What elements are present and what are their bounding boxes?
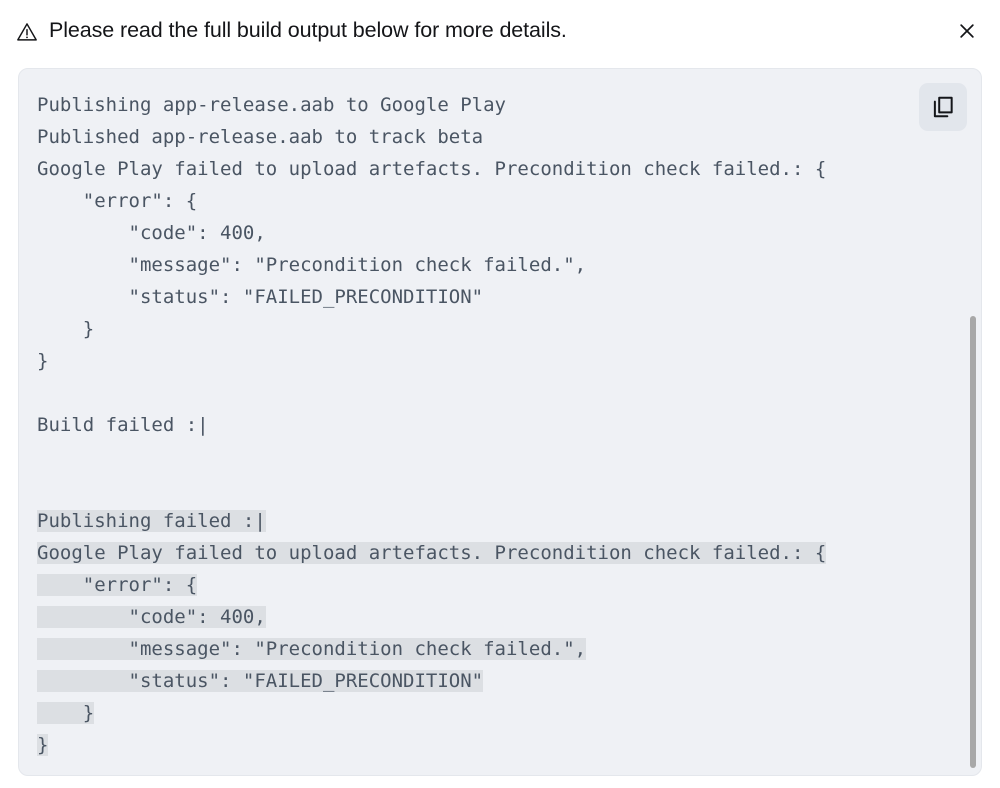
- log-line-text: Google Play failed to upload artefacts. …: [37, 158, 827, 180]
- log-line: }: [37, 729, 951, 761]
- log-line: "error": {: [37, 185, 951, 217]
- build-output-scroll-area[interactable]: Publishing app-release.aab to Google Pla…: [19, 69, 981, 775]
- log-line: [37, 377, 951, 409]
- log-line-text: }: [37, 318, 95, 340]
- log-line-text: Build failed :|: [37, 414, 209, 436]
- log-line: [37, 441, 951, 473]
- copy-output-button[interactable]: [919, 83, 967, 131]
- build-output-panel: Publishing app-release.aab to Google Pla…: [18, 68, 982, 776]
- log-line: Google Play failed to upload artefacts. …: [37, 153, 951, 185]
- copy-icon: [930, 94, 956, 120]
- alert-header: Please read the full build output below …: [0, 0, 1000, 62]
- log-line: Publishing app-release.aab to Google Pla…: [37, 89, 951, 121]
- log-line-text: }: [37, 350, 49, 372]
- log-line-text: "message": "Precondition check failed.",: [37, 254, 587, 276]
- log-line: "code": 400,: [37, 217, 951, 249]
- warning-triangle-icon: [16, 20, 38, 43]
- log-line: [37, 473, 951, 505]
- log-line: Published app-release.aab to track beta: [37, 121, 951, 153]
- vertical-scrollbar[interactable]: [968, 73, 978, 771]
- log-line-text: Publishing app-release.aab to Google Pla…: [37, 94, 506, 116]
- close-button[interactable]: [952, 16, 982, 46]
- log-line: "status": "FAILED_PRECONDITION": [37, 281, 951, 313]
- log-line: "status": "FAILED_PRECONDITION": [37, 665, 951, 697]
- log-line: "code": 400,: [37, 601, 951, 633]
- log-line-text: "message": "Precondition check failed.",: [37, 638, 587, 660]
- log-line: }: [37, 313, 951, 345]
- log-line-text: "error": {: [37, 190, 198, 212]
- page-title: Please read the full build output below …: [49, 18, 567, 43]
- log-line-text: "status": "FAILED_PRECONDITION": [37, 286, 484, 308]
- close-icon: [958, 22, 976, 40]
- log-line-text: "error": {: [37, 574, 198, 596]
- alert-message: Please read the full build output below …: [16, 20, 952, 43]
- scrollbar-thumb[interactable]: [970, 316, 976, 768]
- log-line-text: Publishing failed :|: [37, 510, 266, 532]
- log-line-text: "status": "FAILED_PRECONDITION": [37, 670, 484, 692]
- log-line: Google Play failed to upload artefacts. …: [37, 537, 951, 569]
- log-line-text: }: [37, 702, 95, 724]
- log-line: }: [37, 345, 951, 377]
- log-line-text: Google Play failed to upload artefacts. …: [37, 542, 827, 564]
- build-output-text[interactable]: Publishing app-release.aab to Google Pla…: [19, 69, 981, 775]
- log-line-text: Published app-release.aab to track beta: [37, 126, 484, 148]
- log-line-text: "code": 400,: [37, 222, 266, 244]
- log-line: "message": "Precondition check failed.",: [37, 633, 951, 665]
- log-line-text: "code": 400,: [37, 606, 266, 628]
- log-line: "error": {: [37, 569, 951, 601]
- log-line: "message": "Precondition check failed.",: [37, 249, 951, 281]
- log-line: Build failed :|: [37, 409, 951, 441]
- log-line: }: [37, 697, 951, 729]
- log-line-text: }: [37, 734, 49, 756]
- log-line: Publishing failed :|: [37, 505, 951, 537]
